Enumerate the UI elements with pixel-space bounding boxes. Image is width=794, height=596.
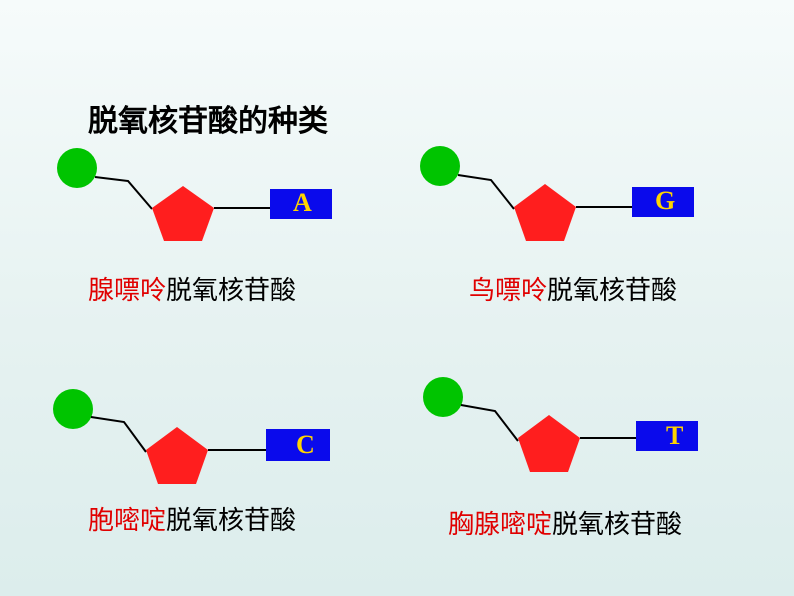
- deoxyribose-pentagon: [152, 186, 214, 241]
- nucleotide-name: 胞嘧啶脱氧核苷酸: [88, 500, 296, 537]
- name-suffix: 脱氧核苷酸: [166, 276, 297, 306]
- phosphate-circle: [423, 377, 463, 417]
- nucleotide-name: 腺嘌呤脱氧核苷酸: [88, 270, 296, 307]
- base-name: 腺嘌呤: [88, 276, 167, 306]
- base-name: 胸腺嘧啶: [448, 510, 553, 540]
- base-box: [636, 421, 698, 451]
- base-letter: C: [296, 430, 315, 459]
- phosphate-sugar-bond: [457, 174, 515, 210]
- phosphate-sugar-bond: [460, 404, 519, 442]
- phosphate-circle: [57, 148, 97, 188]
- phosphate-sugar-bond: [90, 416, 147, 453]
- deoxyribose-pentagon: [514, 184, 576, 241]
- phosphate-circle: [53, 389, 93, 429]
- nucleotide-name: 胸腺嘧啶脱氧核苷酸: [448, 504, 682, 541]
- base-name: 胞嘧啶: [88, 506, 167, 536]
- base-box: [270, 189, 332, 219]
- name-suffix: 脱氧核苷酸: [547, 276, 678, 306]
- base-letter: A: [293, 188, 312, 217]
- base-box: [632, 187, 694, 217]
- phosphate-circle: [420, 146, 460, 186]
- name-suffix: 脱氧核苷酸: [552, 510, 683, 540]
- deoxyribose-pentagon: [518, 415, 580, 472]
- base-name: 鸟嘌呤: [469, 276, 548, 306]
- phosphate-sugar-bond: [94, 176, 153, 210]
- base-letter: G: [655, 186, 676, 215]
- name-suffix: 脱氧核苷酸: [166, 506, 297, 536]
- nucleotide-name: 鸟嘌呤脱氧核苷酸: [469, 270, 677, 307]
- base-letter: T: [666, 421, 684, 450]
- base-box: [266, 429, 330, 461]
- deoxyribose-pentagon: [146, 427, 208, 484]
- page-title: 脱氧核苷酸的种类: [88, 104, 328, 139]
